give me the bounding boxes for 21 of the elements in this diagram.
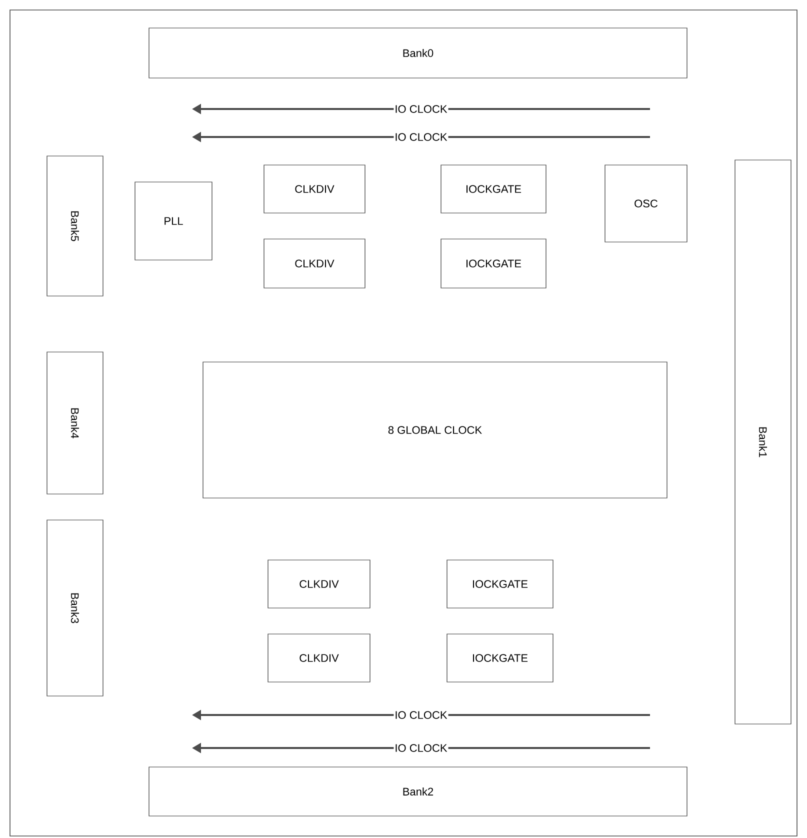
block-box: CLKDIV	[264, 164, 366, 214]
bank-box: Bank0	[148, 28, 688, 78]
arrow-label: IO CLOCK	[394, 132, 448, 142]
block-box: IOCKGATE	[446, 634, 554, 682]
block-box: CLKDIV	[268, 560, 370, 608]
block-box: PLL	[134, 182, 212, 260]
block-box: CLKDIV	[264, 238, 366, 288]
block-box: IOCKGATE	[446, 560, 554, 608]
bank-box: Bank3	[46, 520, 104, 696]
bank-box: Bank5	[46, 156, 104, 296]
arrow-label: IO CLOCK	[394, 104, 448, 114]
bank-box: Bank4	[46, 352, 104, 494]
block-box: IOCKGATE	[440, 238, 546, 288]
bank-box: Bank2	[148, 766, 688, 816]
block-box: 8 GLOBAL CLOCK	[202, 362, 668, 498]
block-box: CLKDIV	[268, 634, 370, 682]
block-box: OSC	[604, 164, 688, 242]
block-box: IOCKGATE	[440, 164, 546, 214]
arrow-label: IO CLOCK	[394, 743, 448, 753]
arrow-label: IO CLOCK	[394, 710, 448, 720]
bank-box: Bank1	[734, 160, 792, 724]
